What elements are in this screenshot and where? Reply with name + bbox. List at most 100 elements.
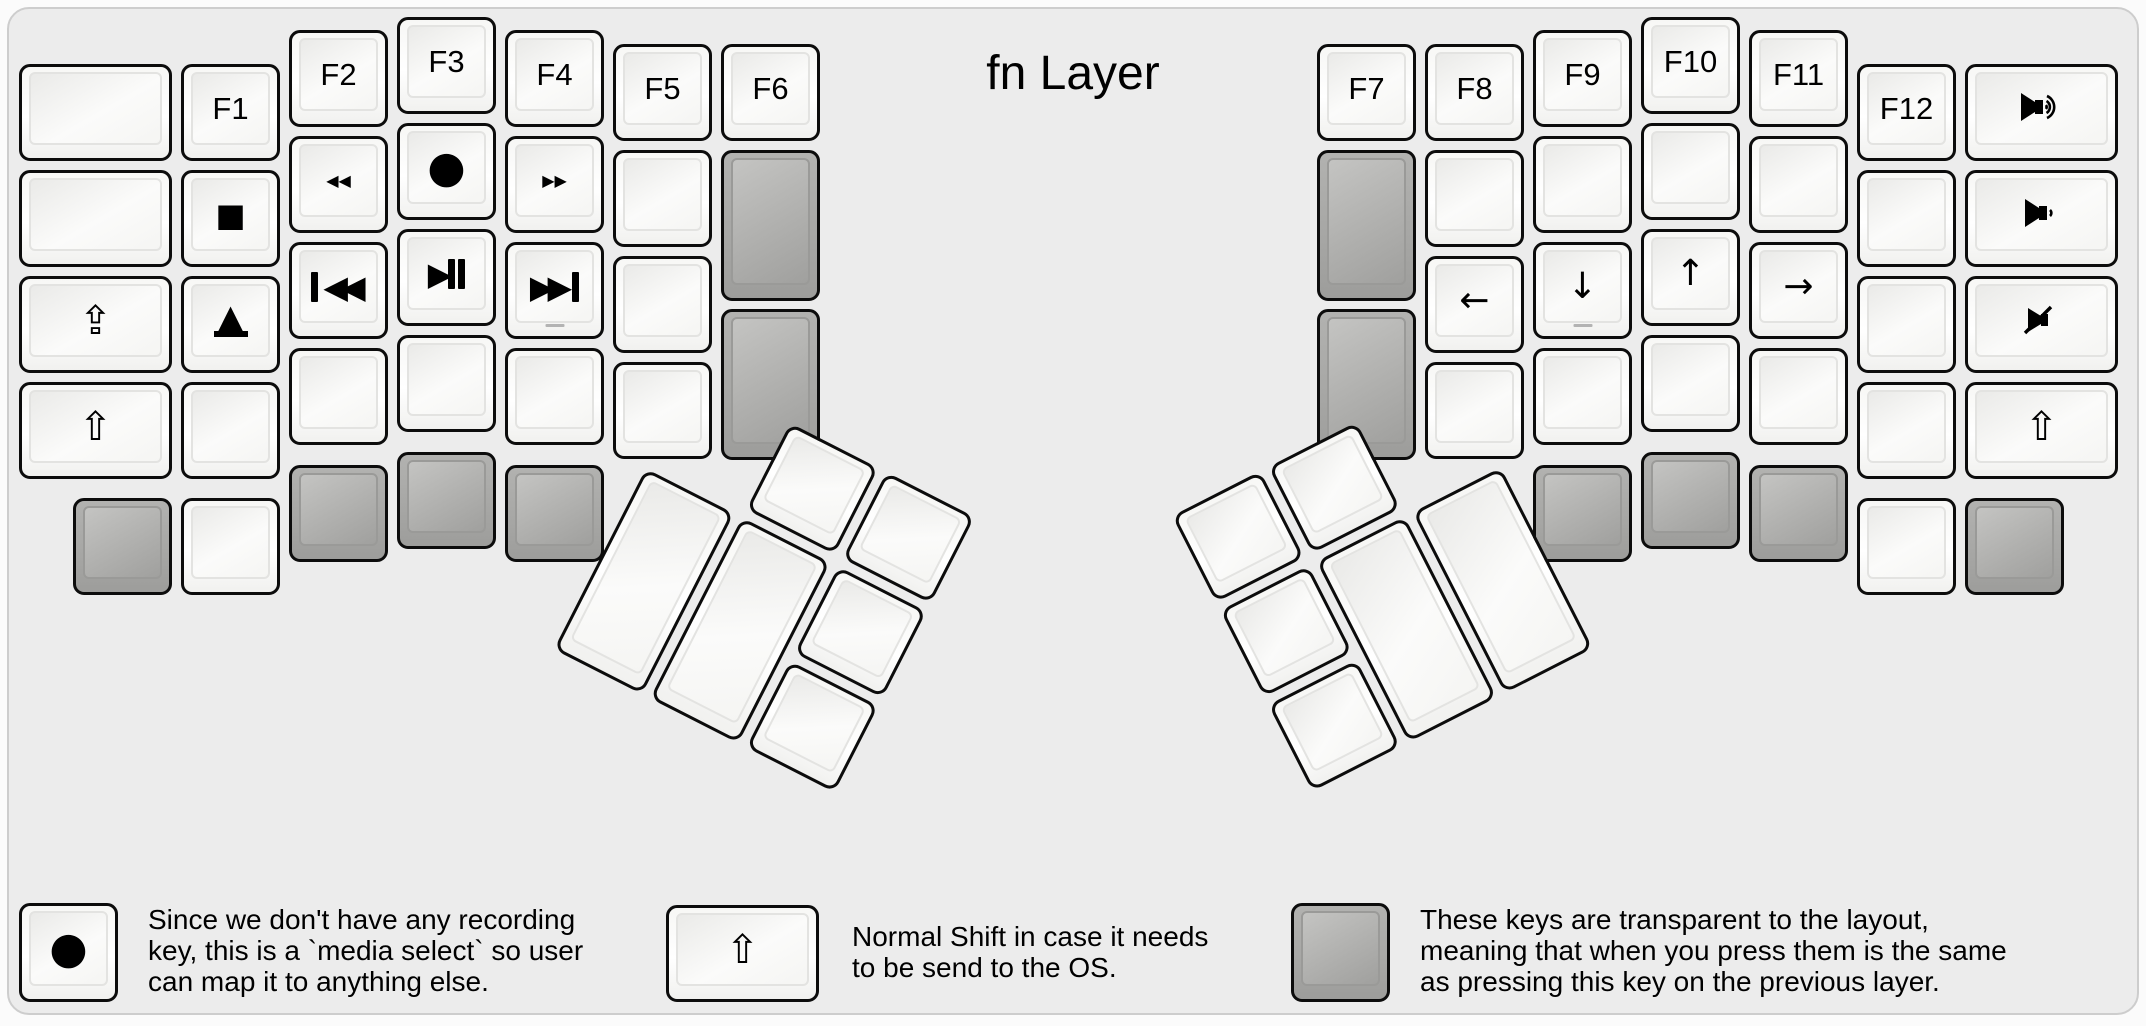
key-f6-label: F6 — [752, 71, 789, 106]
key-f6[interactable]: F6 — [721, 44, 820, 141]
key-f6-cap: F6 — [731, 52, 810, 125]
key-blank-r2[interactable] — [1425, 362, 1524, 459]
key-rewind-cap: ◀◀ — [299, 144, 378, 217]
key-blank-r1[interactable] — [1425, 150, 1524, 247]
key-f4-label: F4 — [536, 57, 573, 92]
key-transparent-l3[interactable] — [73, 498, 172, 595]
key-blank-l5[interactable] — [397, 335, 496, 432]
key-blank-r8[interactable] — [1749, 348, 1848, 445]
key-arrow-up-cap: ↑ — [1651, 237, 1730, 310]
key-blank-l3-cap — [191, 390, 270, 463]
key-f8[interactable]: F8 — [1425, 44, 1524, 141]
key-blank-r5[interactable] — [1641, 123, 1740, 220]
key-media-stop[interactable]: ■ — [181, 170, 280, 267]
key-transparent-r3-cap — [1543, 473, 1622, 546]
key-f11-cap: F11 — [1759, 38, 1838, 111]
key-f11[interactable]: F11 — [1749, 30, 1848, 127]
key-arrow-right-label: → — [1783, 265, 1814, 307]
key-arrow-down[interactable]: ↓ — [1533, 242, 1632, 339]
key-blank-l2[interactable] — [19, 170, 172, 267]
key-f9[interactable]: F9 — [1533, 30, 1632, 127]
key-f12-cap: F12 — [1867, 72, 1946, 145]
key-shift-left[interactable]: ⇧ — [19, 382, 172, 479]
key-f12[interactable]: F12 — [1857, 64, 1956, 161]
key-blank-r6[interactable] — [1641, 335, 1740, 432]
key-arrow-down-label: ↓ — [1567, 265, 1598, 307]
key-fast-forward[interactable]: ▶▶ — [505, 136, 604, 233]
legend-item-transparent: These keys are transparent to the layout… — [1291, 903, 2007, 1002]
key-f12-label: F12 — [1879, 91, 1934, 126]
legend-key-transparent-cap — [1301, 911, 1380, 986]
key-f1[interactable]: F1 — [181, 64, 280, 161]
key-transparent-r2[interactable] — [1317, 309, 1416, 460]
key-arrow-left[interactable]: ← — [1425, 256, 1524, 353]
key-play-pause-cap: ▶ — [407, 237, 486, 310]
legend-key-record-label: ● — [49, 922, 88, 974]
key-blank-l3[interactable] — [181, 382, 280, 479]
key-record[interactable]: ● — [397, 123, 496, 220]
key-f2[interactable]: F2 — [289, 30, 388, 127]
key-arrow-right[interactable]: → — [1749, 242, 1848, 339]
key-mute[interactable] — [1965, 276, 2118, 373]
key-volume-down[interactable] — [1965, 170, 2118, 267]
key-shift-right[interactable]: ⇧ — [1965, 382, 2118, 479]
key-blank-l6-cap — [515, 356, 594, 429]
key-blank-r9[interactable] — [1857, 170, 1956, 267]
key-arrow-up[interactable]: ↑ — [1641, 229, 1740, 326]
key-blank-r10[interactable] — [1857, 276, 1956, 373]
key-f4[interactable]: F4 — [505, 30, 604, 127]
thumb-cluster-right — [1172, 373, 1593, 792]
key-record-cap: ● — [407, 131, 486, 204]
key-f5-label: F5 — [644, 71, 681, 106]
key-blank-r10-cap — [1867, 284, 1946, 357]
key-eject-cap: ▲ — [191, 284, 270, 357]
key-next-track[interactable]: ▶▶ — [505, 242, 604, 339]
key-blank-l1[interactable] — [19, 64, 172, 161]
key-f10-cap: F10 — [1651, 25, 1730, 98]
key-blank-r8-cap — [1759, 356, 1838, 429]
key-f5[interactable]: F5 — [613, 44, 712, 141]
key-transparent-l4[interactable] — [289, 465, 388, 562]
key-transparent-r4[interactable] — [1641, 452, 1740, 549]
legend-item-shift: ⇧ Normal Shift in case it needs to be se… — [666, 905, 1208, 1002]
key-blank-r11-cap — [1867, 390, 1946, 463]
key-transparent-r5[interactable] — [1749, 465, 1848, 562]
key-rewind[interactable]: ◀◀ — [289, 136, 388, 233]
key-blank-l9[interactable] — [613, 362, 712, 459]
key-rewind-label: ◀◀ — [326, 170, 351, 190]
key-shift-right-cap: ⇧ — [1975, 390, 2108, 463]
key-transparent-r1[interactable] — [1317, 150, 1416, 301]
key-eject[interactable]: ▲ — [181, 276, 280, 373]
key-blank-r4[interactable] — [1533, 348, 1632, 445]
key-blank-l6[interactable] — [505, 348, 604, 445]
key-volume-up[interactable] — [1965, 64, 2118, 161]
key-prev-track[interactable]: ◀◀ — [289, 242, 388, 339]
legend-text-shift: Normal Shift in case it needs to be send… — [852, 921, 1209, 983]
key-f7-label: F7 — [1348, 71, 1385, 106]
key-f10[interactable]: F10 — [1641, 17, 1740, 114]
key-next-track-cap: ▶▶ — [515, 250, 594, 323]
key-transparent-l6[interactable] — [505, 465, 604, 562]
key-blank-l5-cap — [407, 343, 486, 416]
key-blank-r12[interactable] — [1857, 498, 1956, 595]
volume-down-icon — [2016, 194, 2068, 235]
key-transparent-r6[interactable] — [1965, 498, 2064, 595]
key-blank-l7[interactable] — [613, 150, 712, 247]
key-thumb-r1-cap — [1184, 482, 1289, 584]
key-caps-lock[interactable]: ⇪ — [19, 276, 172, 373]
key-thumb-r2-cap — [1280, 433, 1385, 535]
key-blank-r3[interactable] — [1533, 136, 1632, 233]
key-blank-l8[interactable] — [613, 256, 712, 353]
key-play-pause[interactable]: ▶ — [397, 229, 496, 326]
key-transparent-r3[interactable] — [1533, 465, 1632, 562]
key-blank-r7[interactable] — [1749, 136, 1848, 233]
key-blank-r11[interactable] — [1857, 382, 1956, 479]
key-blank-l4[interactable] — [289, 348, 388, 445]
key-transparent-l5[interactable] — [397, 452, 496, 549]
homing-dash — [545, 324, 564, 327]
key-blank-l10[interactable] — [181, 498, 280, 595]
key-transparent-l1[interactable] — [721, 150, 820, 301]
key-f7[interactable]: F7 — [1317, 44, 1416, 141]
key-arrow-up-label: ↑ — [1675, 252, 1706, 294]
key-f3[interactable]: F3 — [397, 17, 496, 114]
